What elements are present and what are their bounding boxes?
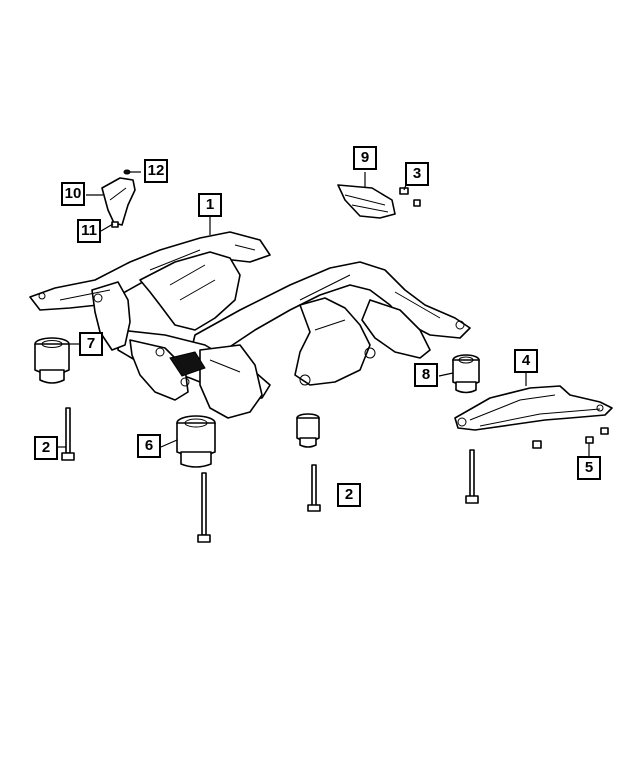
bolts-3 xyxy=(399,187,421,207)
bolt-right xyxy=(465,449,479,504)
callout-6: 6 xyxy=(137,434,161,458)
callout-8: 8 xyxy=(414,363,438,387)
crossmember-frame xyxy=(29,231,471,425)
callout-2-left: 2 xyxy=(34,436,58,460)
bolt-left xyxy=(61,407,75,461)
callout-1: 1 xyxy=(198,193,222,217)
callout-5: 5 xyxy=(577,456,601,480)
callout-10: 10 xyxy=(61,182,85,206)
bushing-6 xyxy=(176,415,216,468)
bracket-10 xyxy=(101,177,136,226)
callout-7: 7 xyxy=(79,332,103,356)
callout-9: 9 xyxy=(353,146,377,170)
shield-9 xyxy=(337,184,396,219)
bushing-8 xyxy=(452,354,480,394)
callout-11: 11 xyxy=(77,219,101,243)
bolt-center xyxy=(307,464,321,512)
callout-12: 12 xyxy=(144,159,168,183)
bolt-front xyxy=(197,472,211,543)
link-arm-4 xyxy=(454,385,613,431)
callout-4: 4 xyxy=(514,349,538,373)
callout-2-center: 2 xyxy=(337,483,361,507)
callout-3: 3 xyxy=(405,162,429,186)
bushing-7 xyxy=(34,337,70,384)
bushing-center xyxy=(296,413,320,448)
fasteners-5 xyxy=(532,427,609,449)
